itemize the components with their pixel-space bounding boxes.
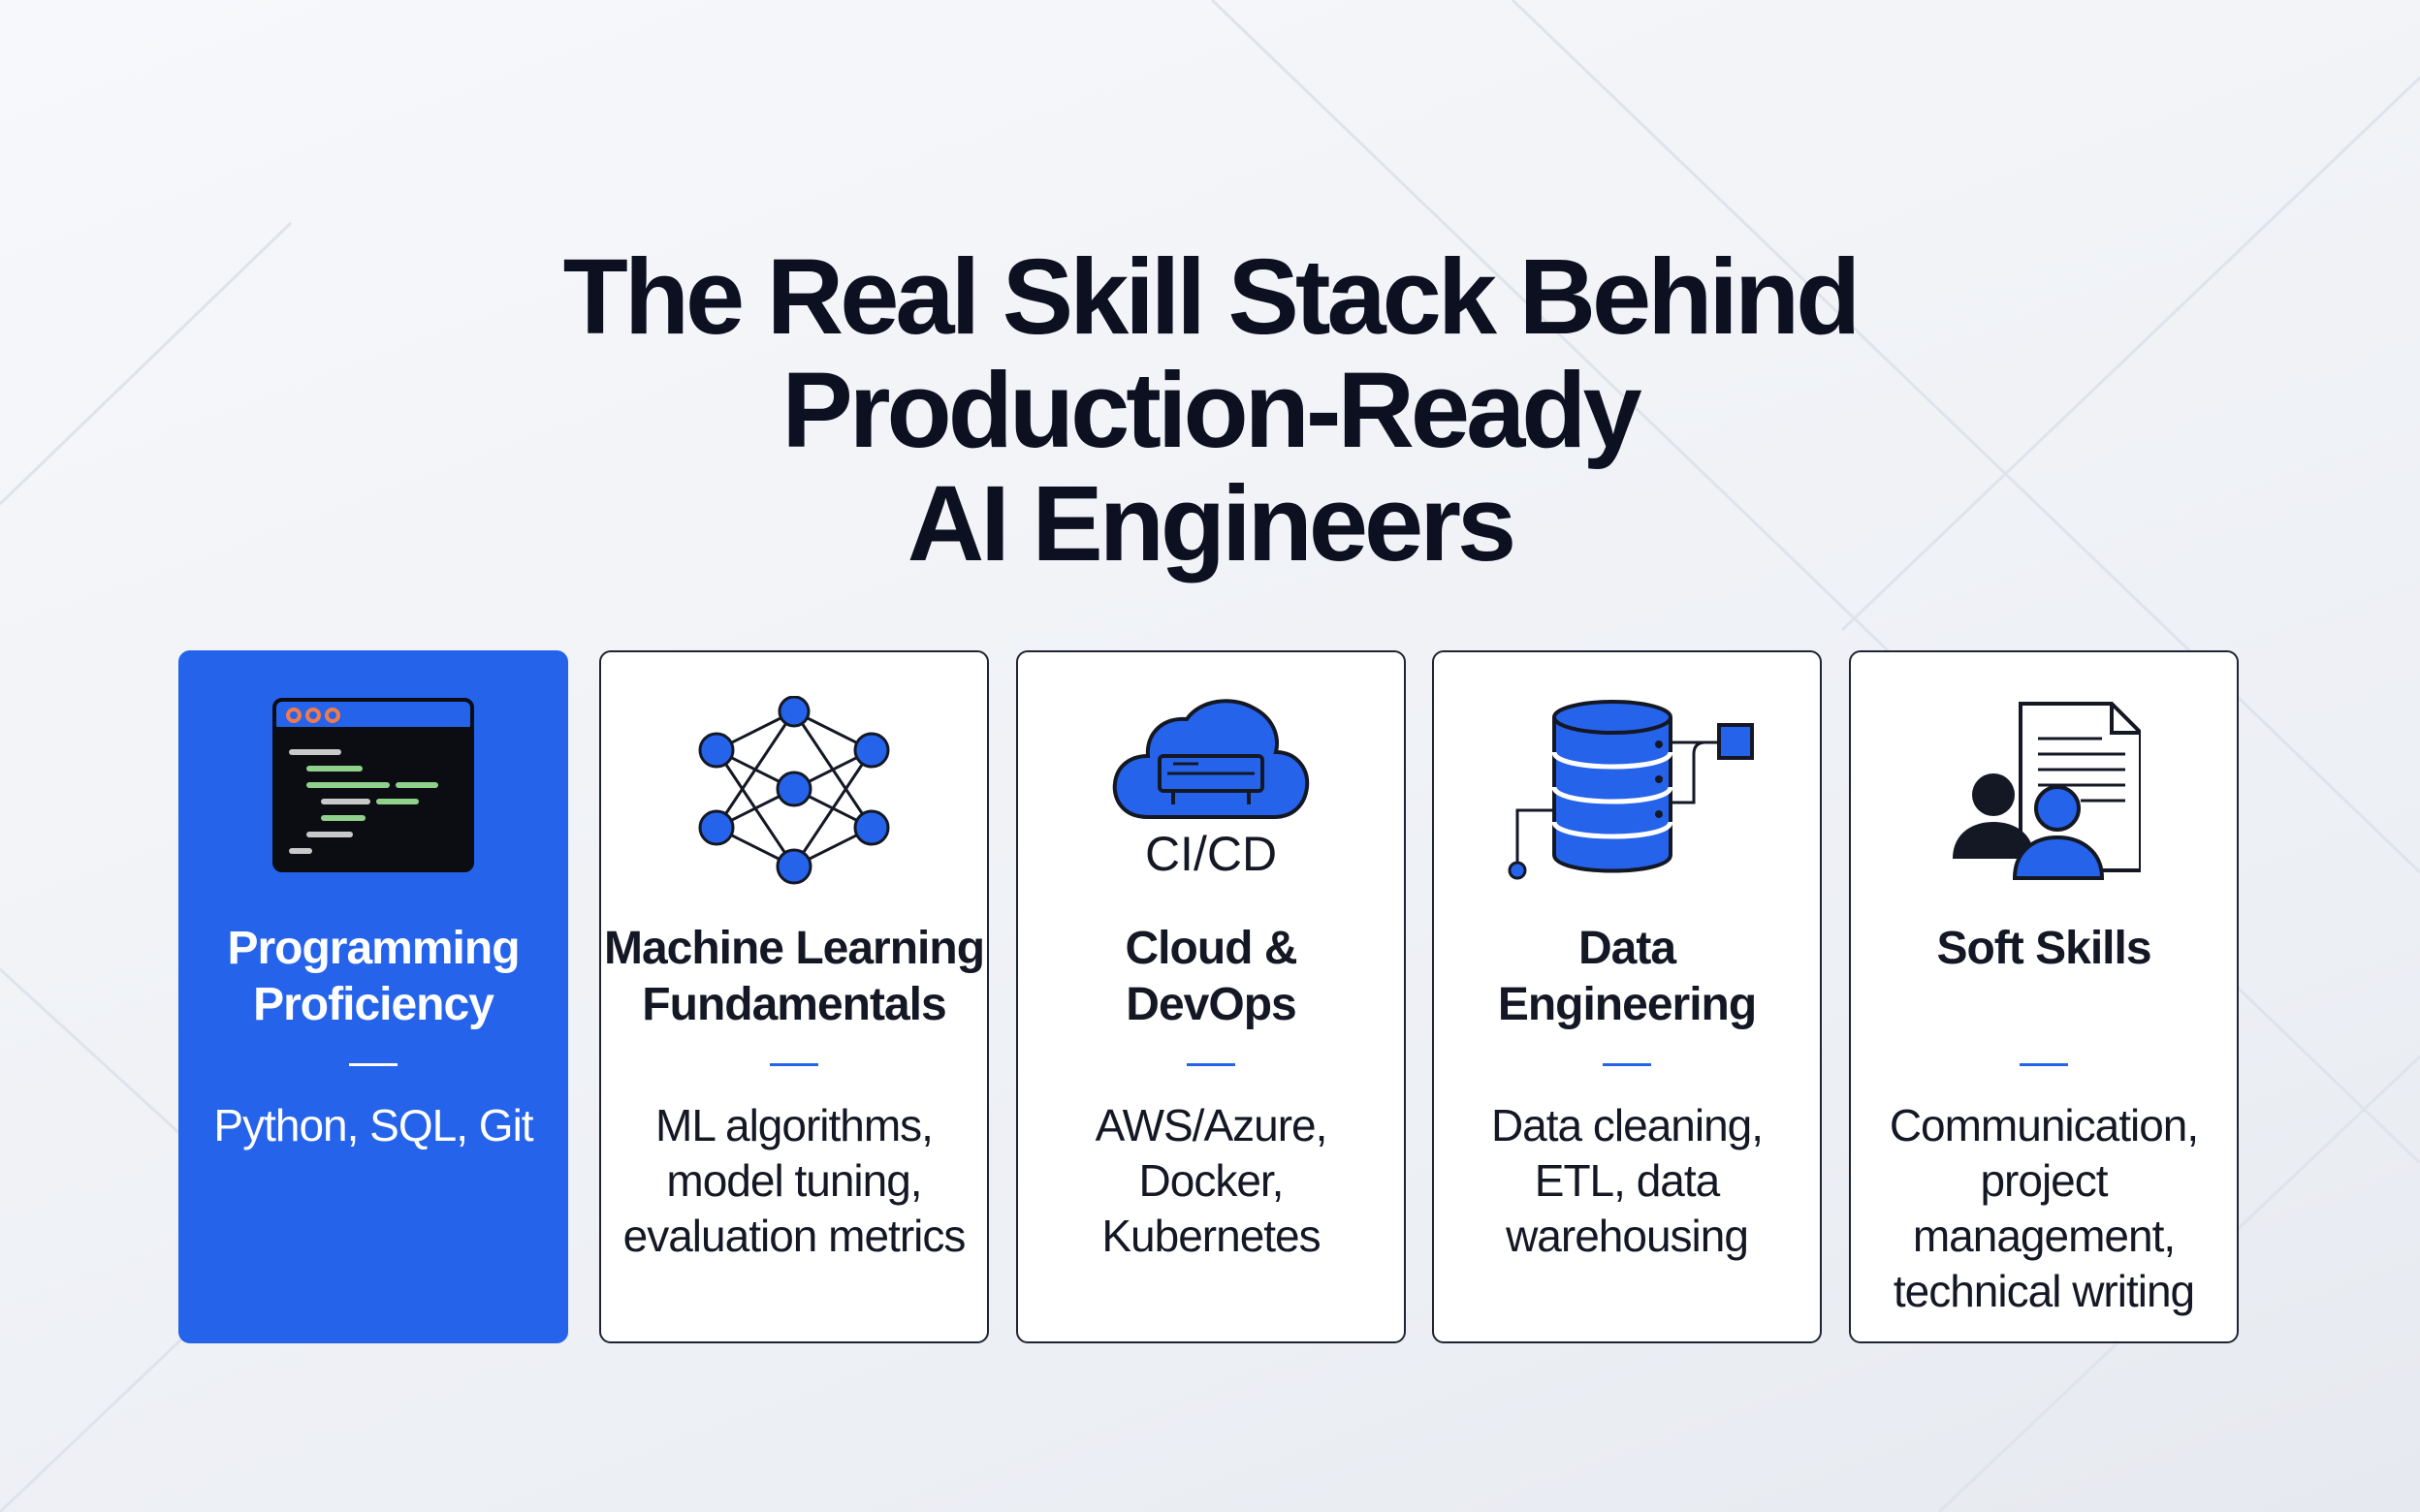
- card-machine-learning-fundamentals[interactable]: Machine Learning Fundamentals ML algorit…: [599, 650, 989, 1343]
- card-data-engineering[interactable]: Data Engineering Data cleaning, ETL, dat…: [1432, 650, 1822, 1343]
- card-title-line: Engineering: [1497, 979, 1757, 1030]
- card-description-line: Communication,: [1889, 1100, 2199, 1150]
- database-pipeline-icon: [1434, 696, 1820, 890]
- people-document-icon: [1851, 696, 2237, 890]
- card-title: Machine Learning Fundamentals: [601, 921, 987, 1033]
- code-window-icon: [180, 696, 566, 890]
- card-title-line: Data: [1577, 923, 1676, 974]
- card-description: AWS/Azure, Docker, Kubernetes: [1018, 1098, 1404, 1264]
- divider: [1603, 1063, 1651, 1066]
- card-description: ML algorithms, model tuning, evaluation …: [601, 1098, 987, 1264]
- card-title-line: Fundamentals: [642, 979, 946, 1030]
- card-title-line: Soft Skills: [1936, 923, 2151, 974]
- cloud-server-icon: [1018, 696, 1404, 890]
- card-description-line: Docker,: [1138, 1155, 1285, 1206]
- card-description-line: Data cleaning,: [1490, 1100, 1764, 1150]
- card-description-line: project: [1980, 1155, 2108, 1206]
- divider: [349, 1063, 398, 1066]
- card-description: Communication, project management, techn…: [1851, 1098, 2237, 1319]
- title-line-1: The Real Skill Stack Behind: [562, 237, 1862, 357]
- card-title: Data Engineering: [1434, 921, 1820, 1033]
- card-description-line: warehousing: [1506, 1211, 1749, 1261]
- card-cloud-devops[interactable]: CI/CD Cloud & DevOps AWS/Azure, Docker, …: [1016, 650, 1406, 1343]
- card-title-line: Machine Learning: [603, 923, 985, 974]
- card-description-line: evaluation metrics: [622, 1211, 967, 1261]
- card-soft-skills[interactable]: Soft Skills Communication, project manag…: [1849, 650, 2239, 1343]
- card-title: Programming Proficiency: [180, 921, 566, 1033]
- card-description-line: AWS/Azure,: [1095, 1100, 1328, 1150]
- card-title: Soft Skills: [1851, 921, 2237, 977]
- card-description-line: management,: [1912, 1211, 2176, 1261]
- page-title: The Real Skill Stack Behind Production-R…: [0, 240, 2420, 581]
- card-title-line: Proficiency: [253, 979, 494, 1030]
- card-title-line: Programming: [227, 923, 520, 974]
- card-description-line: technical writing: [1893, 1266, 2195, 1316]
- card-programming-proficiency[interactable]: Programming Proficiency Python, SQL, Git: [178, 650, 568, 1343]
- title-line-3: AI Engineers: [907, 464, 1516, 583]
- divider: [770, 1063, 818, 1066]
- card-title-line: DevOps: [1126, 979, 1296, 1030]
- neural-network-icon: [601, 696, 987, 890]
- card-description-line: Python, SQL, Git: [213, 1100, 533, 1150]
- card-description-line: ETL, data: [1534, 1155, 1720, 1206]
- card-description: Python, SQL, Git: [180, 1098, 566, 1153]
- card-description-line: model tuning,: [666, 1155, 922, 1206]
- title-line-2: Production-Ready: [781, 351, 1641, 470]
- card-description-line: Kubernetes: [1101, 1211, 1321, 1261]
- card-title: Cloud & DevOps: [1018, 921, 1404, 1033]
- cicd-label: CI/CD: [1144, 827, 1278, 881]
- card-description: Data cleaning, ETL, data warehousing: [1434, 1098, 1820, 1264]
- divider: [1187, 1063, 1235, 1066]
- card-description-line: ML algorithms,: [655, 1100, 934, 1150]
- card-title-line: Cloud &: [1125, 923, 1298, 974]
- divider: [2020, 1063, 2068, 1066]
